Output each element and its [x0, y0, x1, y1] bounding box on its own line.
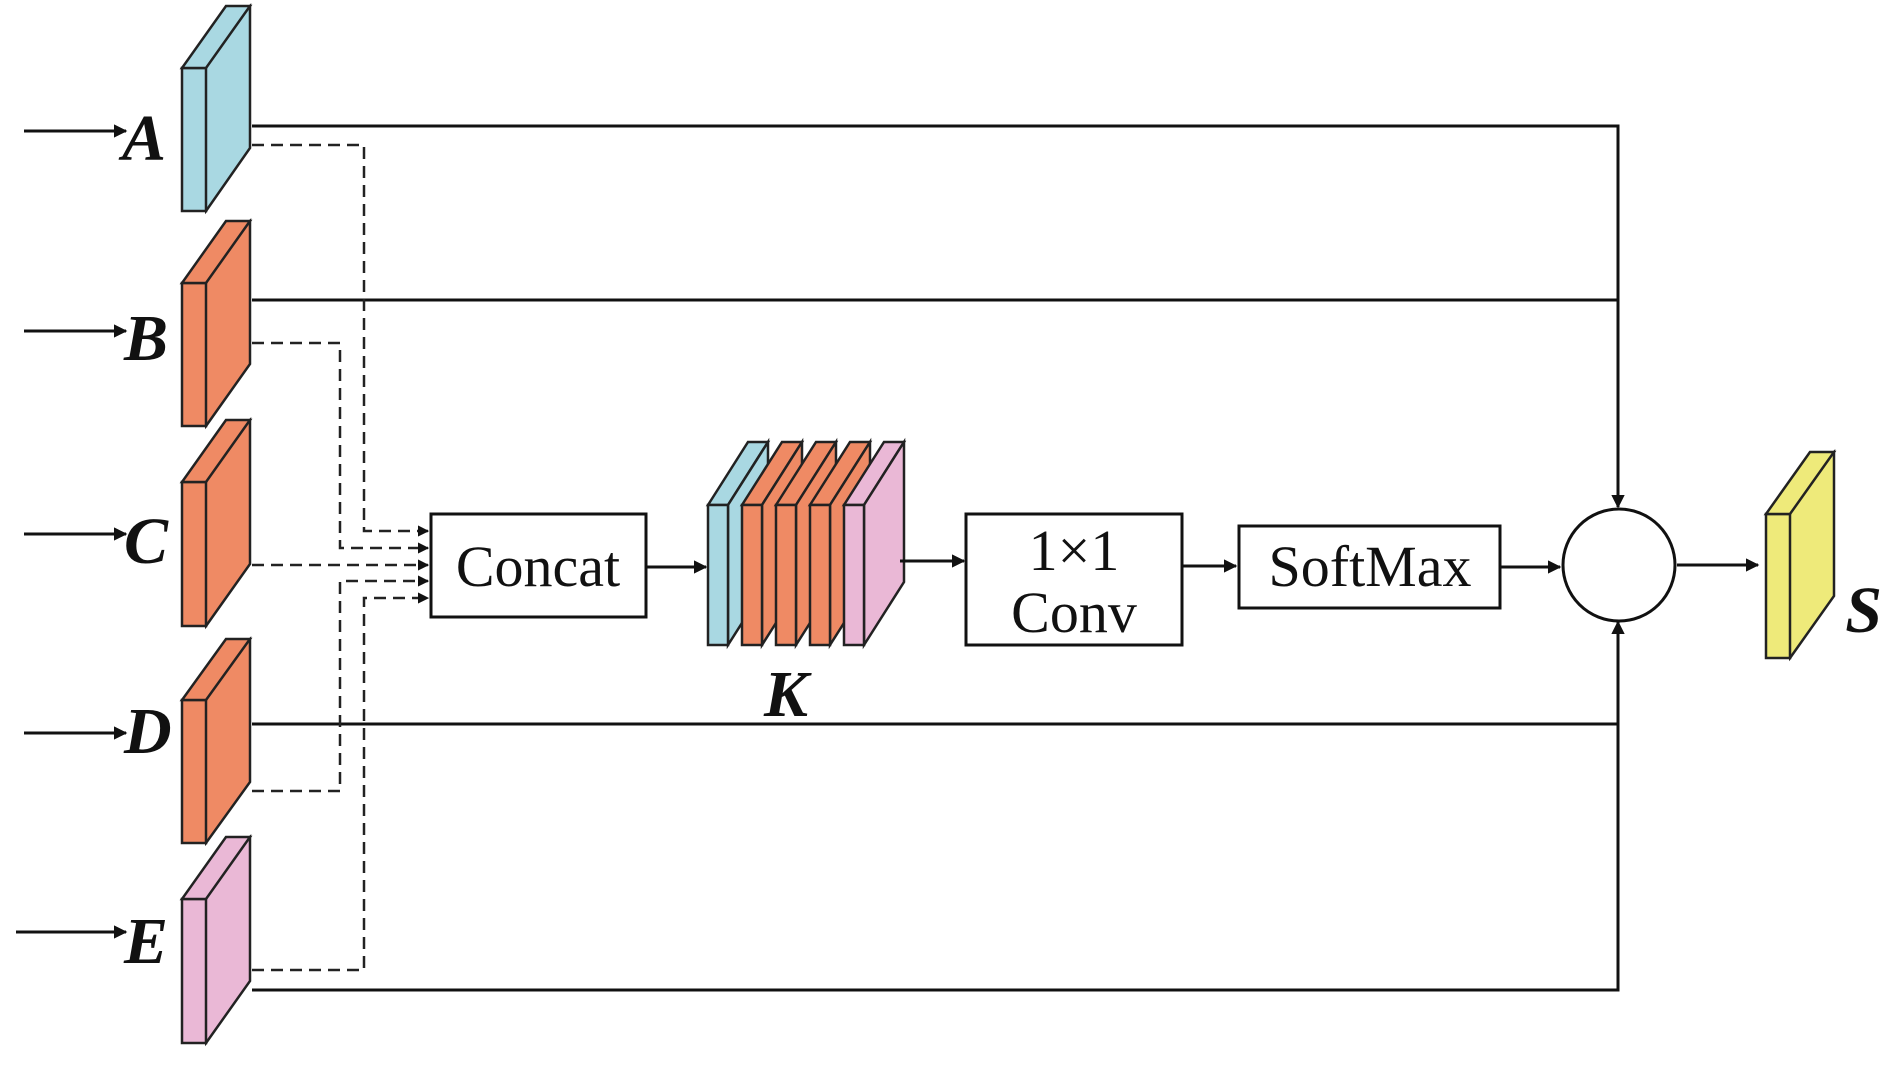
concatenated-stack	[705, 437, 907, 650]
dashed-line-b	[252, 341, 430, 554]
output-block	[1763, 449, 1837, 662]
input-b: B	[24, 218, 253, 430]
input-c-block	[179, 417, 253, 630]
input-e: E	[16, 834, 253, 1047]
input-a-label: A	[118, 102, 166, 175]
input-c: C	[24, 417, 253, 630]
input-a-block	[179, 3, 253, 215]
input-b-block	[179, 218, 253, 430]
concat-label: Concat	[456, 534, 620, 599]
bypass-line-a	[252, 124, 1625, 509]
bypass-line-e	[252, 620, 1625, 992]
softmax-label: SoftMax	[1269, 534, 1472, 599]
dashed-line-e	[252, 592, 430, 972]
input-d: D	[24, 636, 253, 847]
input-e-block	[179, 834, 253, 1047]
concat-box: Concat	[429, 512, 648, 619]
input-b-label: B	[123, 302, 168, 375]
input-d-label: D	[123, 695, 172, 768]
bypass-lines	[252, 124, 1625, 992]
output-label: S	[1845, 574, 1882, 647]
softmax-box: SoftMax	[1237, 524, 1502, 610]
concat-feed-lines	[252, 143, 430, 972]
stack-label: K	[763, 658, 812, 731]
input-c-label: C	[124, 505, 169, 578]
conv-label-line2: Conv	[1011, 580, 1137, 645]
input-d-block	[179, 636, 253, 847]
stack-slice-e	[841, 437, 907, 650]
dashed-line-d	[252, 575, 430, 793]
fusion-node	[1561, 507, 1677, 623]
input-e-label: E	[123, 905, 168, 978]
conv-label-line1: 1×1	[1029, 518, 1120, 583]
conv-box: 1×1 Conv	[964, 512, 1184, 647]
dashed-line-a	[252, 143, 430, 537]
input-a: A	[24, 3, 253, 215]
